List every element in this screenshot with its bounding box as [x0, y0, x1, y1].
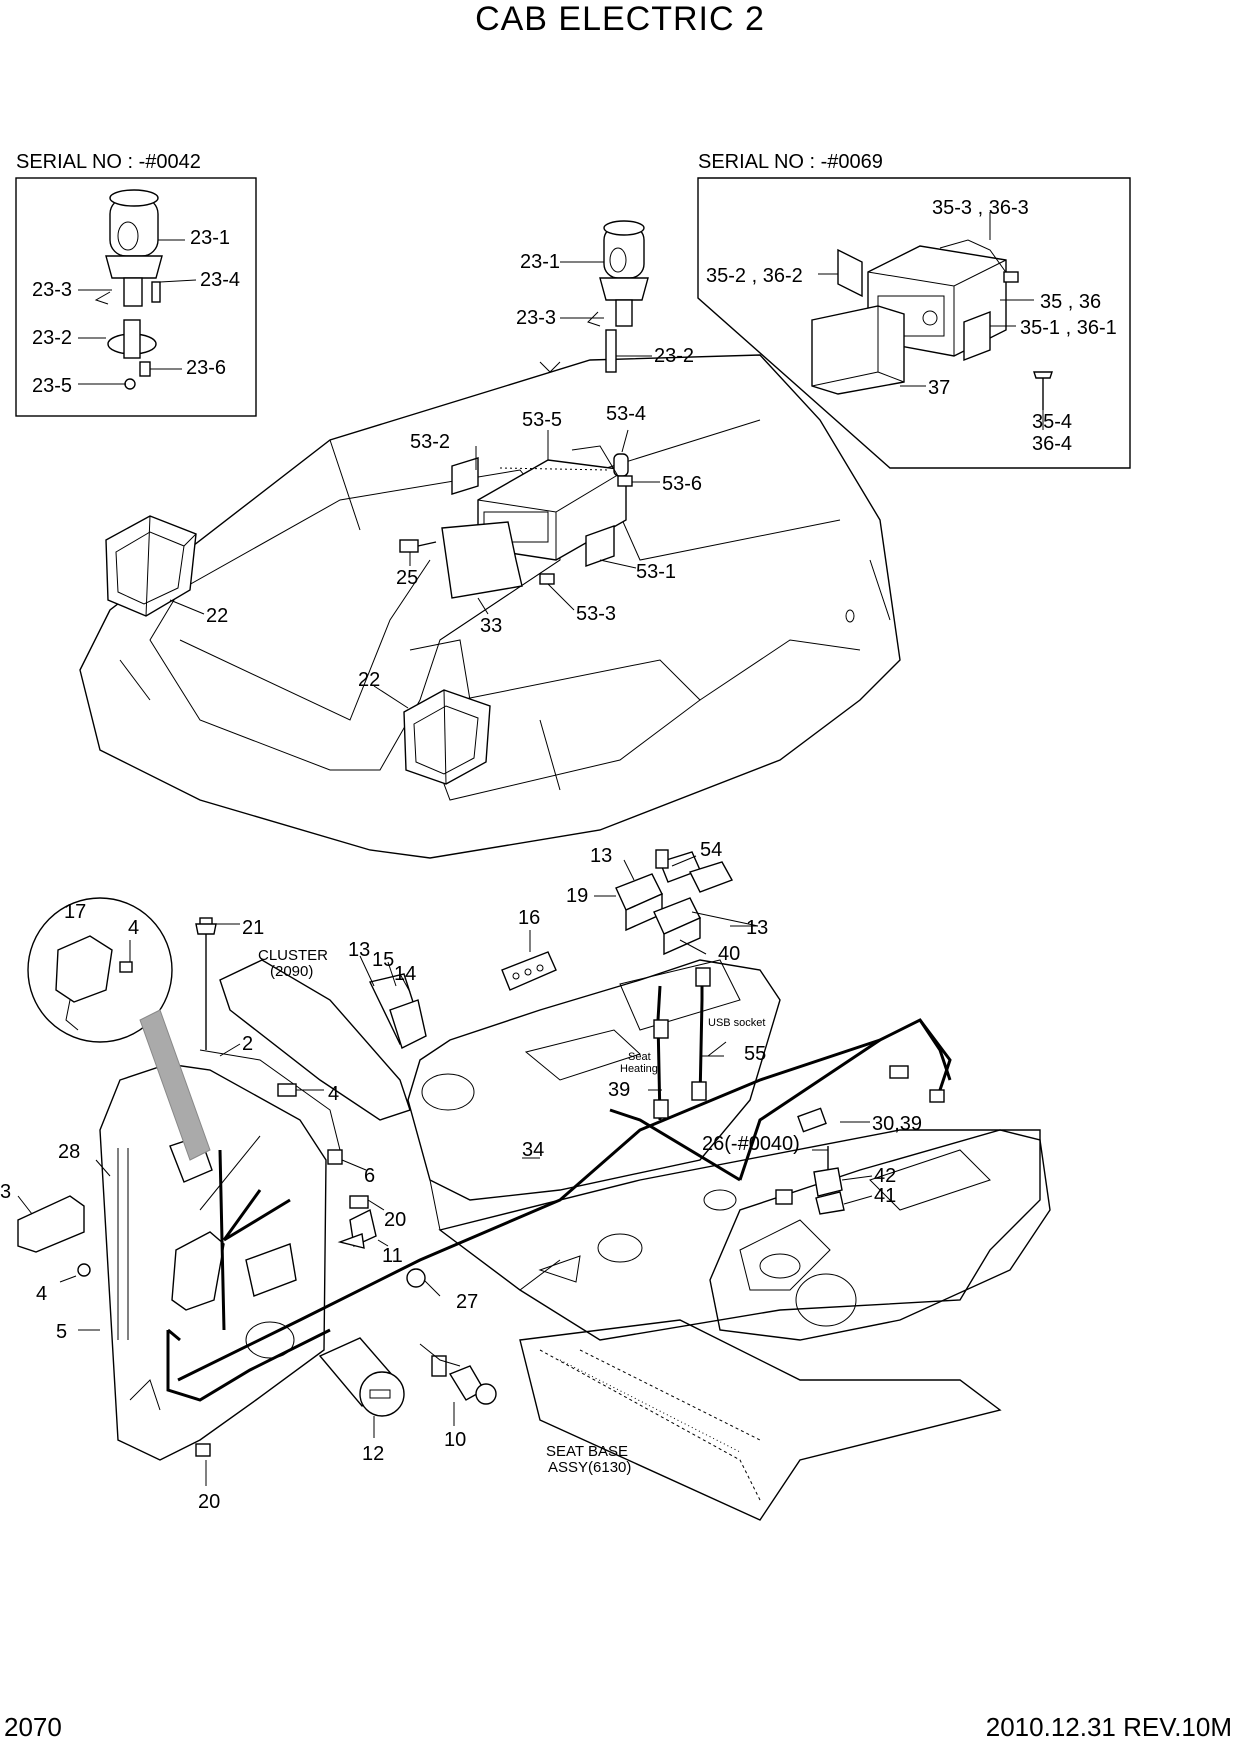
callout-25: 25	[396, 567, 418, 589]
callout-14: 14	[394, 963, 416, 985]
callout-53-5: 53-5	[522, 409, 562, 431]
work-lamp-lower	[403, 689, 491, 785]
callout-23-6: 23-6	[186, 357, 226, 379]
callout-2: 2	[242, 1033, 253, 1055]
callout-23-1: 23-1	[190, 227, 230, 249]
callout-4-mid: 4	[328, 1083, 339, 1105]
callout-13-right: 13	[746, 917, 768, 939]
callout-28: 28	[58, 1141, 80, 1163]
roof-radio	[399, 445, 633, 599]
callout-23-3: 23-3	[32, 279, 72, 301]
revision-date: 2010.12.31 REV.10M	[985, 1712, 1232, 1742]
page-title: CAB ELECTRIC 2	[475, 0, 765, 38]
callout-35-1: 35-1 , 36-1	[1020, 317, 1117, 339]
callout-26: 26(-#0040)	[702, 1133, 800, 1155]
callout-labels: 23-1 23-3 23-4 23-2 23-6 23-5 23-1 23-3 …	[0, 197, 1117, 1513]
note-cluster-ref: (2090)	[270, 963, 313, 980]
callout-13-top: 13	[590, 845, 612, 867]
callout-35-4: 35-4	[1032, 411, 1072, 433]
callout-27: 27	[456, 1291, 478, 1313]
callout-53-1: 53-1	[636, 561, 676, 583]
left-panel-5	[99, 1063, 327, 1461]
callout-54: 54	[700, 839, 722, 861]
right-console	[709, 1129, 1051, 1341]
cab-roof	[79, 354, 901, 859]
callout-35-3: 35-3 , 36-3	[932, 197, 1029, 219]
note-seat: Seat	[628, 1051, 651, 1063]
callout-40: 40	[718, 943, 740, 965]
serial-label-right: SERIAL NO : -#0069	[698, 151, 883, 173]
callout-23-1b: 23-1	[520, 251, 560, 273]
callout-4-low: 4	[36, 1283, 47, 1305]
work-lamp-upper	[105, 515, 197, 617]
callout-30-39: 30,39	[872, 1113, 922, 1135]
diagram-notes: CLUSTER (2090) USB socket Seat Heating S…	[258, 947, 765, 1476]
callout-11: 11	[382, 1245, 403, 1267]
callout-33: 33	[480, 615, 502, 637]
seat-base	[519, 1319, 1002, 1521]
callout-20-bottom: 20	[198, 1491, 220, 1513]
callout-13-cluster: 13	[348, 939, 370, 961]
callout-5: 5	[56, 1321, 67, 1343]
page-number: 2070	[4, 1712, 62, 1742]
callout-41: 41	[874, 1185, 896, 1207]
callout-22-lower: 22	[358, 669, 380, 691]
note-heating: Heating	[620, 1063, 658, 1075]
cluster-panel	[219, 959, 411, 1121]
callout-53-2: 53-2	[410, 431, 450, 453]
callout-15: 15	[372, 949, 394, 971]
hourmeter-12	[318, 1337, 405, 1417]
callout-35-2: 35-2 , 36-2	[706, 265, 803, 287]
remote-16	[501, 951, 557, 991]
callout-36-4: 36-4	[1032, 433, 1072, 455]
roof-beacon	[587, 220, 649, 373]
callout-55: 55	[744, 1043, 766, 1065]
callout-23-4: 23-4	[200, 269, 240, 291]
callout-39: 39	[608, 1079, 630, 1101]
callout-20-mid: 20	[384, 1209, 406, 1231]
callout-6: 6	[364, 1165, 375, 1187]
callout-17: 17	[64, 901, 86, 923]
note-seat-base: SEAT BASE	[546, 1443, 628, 1460]
callout-37: 37	[928, 377, 950, 399]
callout-53-6: 53-6	[662, 473, 702, 495]
callout-23-2: 23-2	[32, 327, 72, 349]
note-usb-socket: USB socket	[708, 1017, 765, 1029]
callout-34: 34	[522, 1139, 544, 1161]
callout-23-2b: 23-2	[654, 345, 694, 367]
callout-53-4: 53-4	[606, 403, 646, 425]
callout-42: 42	[874, 1165, 896, 1187]
inset-radio-right: SERIAL NO : -#0069	[697, 151, 1131, 469]
lighter-10	[419, 1343, 497, 1405]
console-base	[438, 1129, 1041, 1341]
callout-53-3: 53-3	[576, 603, 616, 625]
inset-beacon-left: SERIAL NO : -#0042	[15, 151, 257, 417]
callout-10: 10	[444, 1429, 466, 1451]
callout-12: 12	[362, 1443, 384, 1465]
serial-label-left: SERIAL NO : -#0042	[16, 151, 201, 173]
callout-23-3b: 23-3	[516, 307, 556, 329]
callout-19: 19	[566, 885, 588, 907]
callout-16: 16	[518, 907, 540, 929]
callout-22-upper: 22	[206, 605, 228, 627]
callout-35: 35 , 36	[1040, 291, 1101, 313]
callout-23-5: 23-5	[32, 375, 72, 397]
switch-group	[615, 849, 734, 956]
note-cluster: CLUSTER	[258, 947, 328, 964]
callout-4-top: 4	[128, 917, 139, 939]
note-seat-base-ref: ASSY(6130)	[548, 1459, 631, 1476]
callout-21: 21	[242, 917, 264, 939]
detail-circle-17	[27, 897, 211, 1161]
callout-3: 3	[0, 1181, 11, 1203]
